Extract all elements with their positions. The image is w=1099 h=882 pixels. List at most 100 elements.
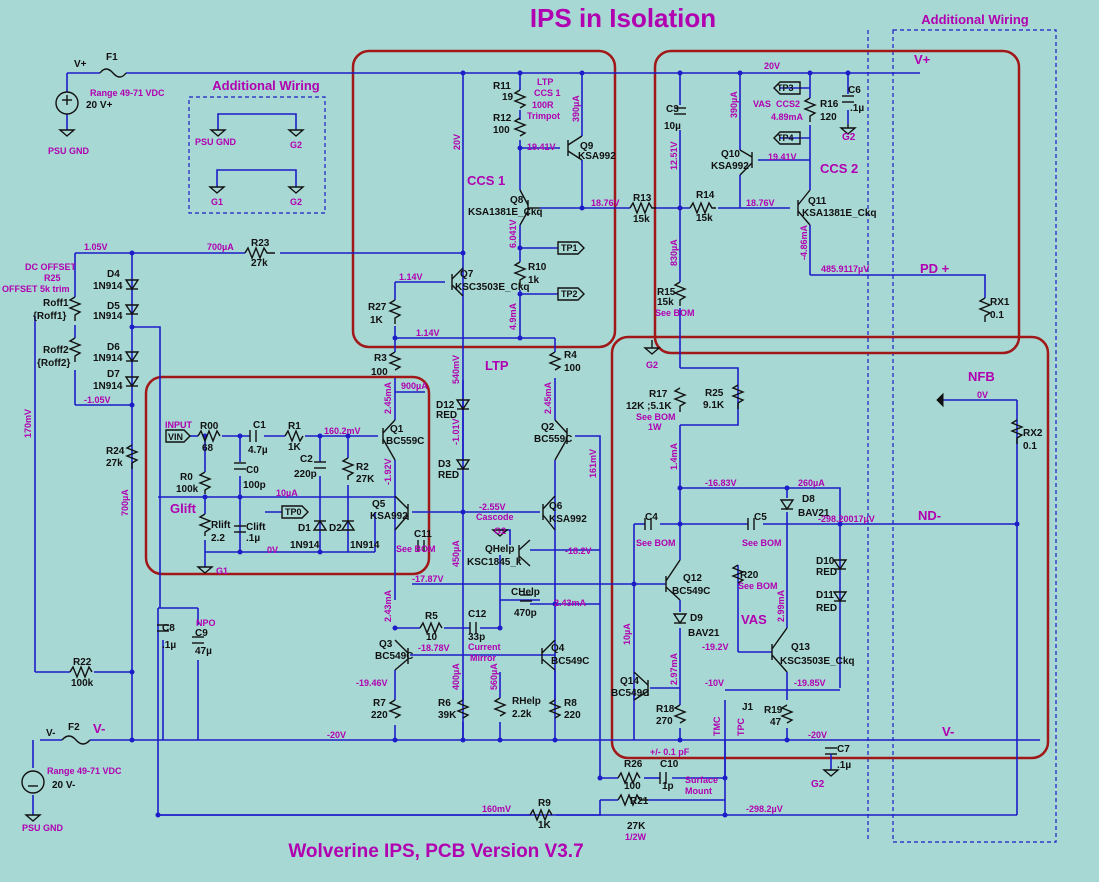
svg-text:4.89mA: 4.89mA [771, 112, 804, 122]
r6-val: 39K [438, 710, 457, 721]
q2-val: BC559C [534, 434, 572, 445]
q5-val: KSA992 [370, 511, 408, 522]
svg-text:+/- 0.1 pF: +/- 0.1 pF [650, 747, 690, 757]
svg-text:-298.2µV: -298.2µV [746, 804, 783, 814]
svg-text:18.76V: 18.76V [591, 198, 620, 208]
c9-val: 47µ [195, 646, 212, 657]
svg-text:LTP: LTP [537, 77, 553, 87]
c8-val: .1µ [162, 640, 176, 651]
d5-val: 1N914 [93, 311, 123, 322]
d2-val: 1N914 [350, 540, 380, 551]
q14-symbol [633, 671, 649, 701]
svg-text:540mV: 540mV [451, 355, 461, 384]
nd-minus-label: ND- [918, 508, 941, 523]
r7-ref: R7 [373, 698, 386, 709]
r8-ref: R8 [564, 698, 577, 709]
page-title: IPS in Isolation [530, 3, 716, 33]
wiring-g2b: G2 [290, 197, 302, 207]
r1-ref: R1 [288, 421, 301, 432]
vas-section-box [610, 335, 1050, 760]
d11-ref: D11 [816, 590, 834, 601]
d2-ref: D2 [329, 523, 342, 534]
transistor-symbols [382, 135, 811, 701]
d1-ref: D1 [298, 523, 311, 534]
q5-ref: Q5 [372, 499, 386, 510]
r20-val: See BOM [738, 581, 778, 591]
rlift-val: 2.2 [211, 533, 225, 544]
range-bottom: Range 49-71 VDC [47, 766, 122, 776]
svg-text:5k trim: 5k trim [40, 284, 70, 294]
glift-label: Glift [170, 501, 197, 516]
c2-val: 220p [294, 469, 317, 480]
additional-wiring-panel-right [892, 29, 1057, 843]
source-bottom-value: 20 V- [52, 780, 75, 791]
svg-text:160.2mV: 160.2mV [324, 426, 361, 436]
r17-val: 12K ;5.1K [626, 401, 672, 412]
r12-ref: R12 [493, 113, 512, 124]
svg-text:-18.2V: -18.2V [565, 546, 592, 556]
dc-source-top [55, 91, 79, 137]
svg-text:2.45mA: 2.45mA [543, 381, 553, 414]
q4-symbol [541, 639, 556, 671]
r8-val: 220 [564, 710, 581, 721]
svg-text:700µA: 700µA [207, 242, 234, 252]
d9-val: BAV21 [688, 628, 720, 639]
rx2-val: 0.1 [1023, 441, 1037, 452]
d6-ref: D6 [107, 342, 120, 353]
svg-text:J1: J1 [742, 702, 754, 713]
svg-text:G2: G2 [811, 779, 825, 790]
svg-text:-19.85V: -19.85V [794, 678, 826, 688]
c5-val: See BOM [742, 538, 782, 548]
r4-ref: R4 [564, 350, 577, 361]
svg-text:2.45mA: 2.45mA [383, 381, 393, 414]
q14-ref: Q14 [620, 676, 639, 687]
svg-text:NPO: NPO [196, 618, 216, 628]
svg-text:Current: Current [468, 642, 501, 652]
svg-text:1.14V: 1.14V [416, 328, 440, 338]
q13-ref: Q13 [791, 642, 810, 653]
capacitor-symbols [157, 95, 854, 784]
ccs1-section-box [351, 49, 617, 349]
r2-ref: R2 [356, 462, 369, 473]
r18-ref: R18 [656, 704, 675, 715]
additional-wiring-right-label: Additional Wiring [921, 12, 1029, 27]
r24-val: 27k [106, 458, 123, 469]
svg-text:TMC: TMC [712, 716, 722, 736]
c3-ref: C3 [666, 104, 679, 115]
tp1-flag[interactable]: TP1 [561, 243, 578, 253]
c6-val: .1µ [850, 103, 864, 114]
svg-text:1.4mA: 1.4mA [669, 442, 679, 470]
d11-val: RED [816, 603, 837, 614]
svg-text:-20V: -20V [808, 730, 827, 740]
r24-ref: R24 [106, 446, 125, 457]
chelp-ref: CHelp [511, 587, 540, 598]
tp3-flag[interactable]: TP3 [777, 83, 794, 93]
wires [32, 72, 1040, 816]
d4-val: 1N914 [93, 281, 123, 292]
d6-val: 1N914 [93, 353, 123, 364]
tp4-flag[interactable]: TP4 [777, 133, 794, 143]
r19-ref: R19 [764, 705, 783, 716]
svg-text:VAS: VAS [753, 99, 771, 109]
c8-ref: C8 [162, 623, 175, 634]
d4-ref: D4 [107, 269, 120, 280]
svg-text:See BOM: See BOM [655, 308, 695, 318]
nfb-label: NFB [968, 369, 995, 384]
vin-flag[interactable]: VIN [168, 432, 183, 442]
q10-val: KSA992 [711, 161, 749, 172]
q6-val: KSA992 [549, 514, 587, 525]
c0-val: 100p [243, 480, 266, 491]
svg-text:-2.55V: -2.55V [479, 502, 506, 512]
q9-symbol [567, 135, 583, 161]
q10-ref: Q10 [721, 149, 740, 160]
d9-ref: D9 [690, 613, 703, 624]
r26-val: 100 [624, 781, 641, 792]
tp0-flag[interactable]: TP0 [285, 507, 302, 517]
r9-ref: R9 [538, 798, 551, 809]
svg-text:10µA: 10µA [622, 623, 632, 645]
tp2-flag[interactable]: TP2 [561, 289, 578, 299]
r13-ref: R13 [633, 193, 652, 204]
r7-val: 220 [371, 710, 388, 721]
dc-source-bottom [21, 770, 45, 822]
